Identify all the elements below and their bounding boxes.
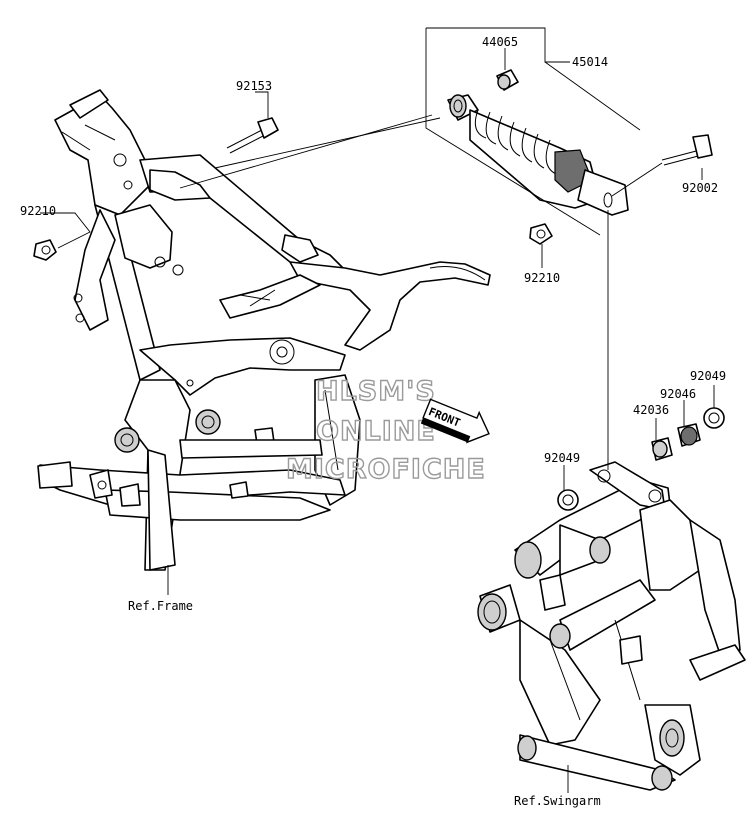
watermark-line-3: MICROFICHE [286, 454, 486, 485]
leader-lines [40, 27, 715, 793]
rear-shock-absorber [33, 69, 713, 261]
label-ref-frame: Ref.Frame [128, 599, 193, 613]
watermark-line-1: HLSM'S [316, 376, 436, 407]
label-92049-mid: 92049 [544, 451, 580, 465]
swingarm-drawing [477, 407, 746, 791]
label-ref-swingarm: Ref.Swingarm [514, 794, 601, 808]
part-labels: 44065 45014 92153 92210 92002 92210 9204… [20, 35, 726, 808]
label-92210-left: 92210 [20, 204, 56, 218]
label-92049-top: 92049 [690, 369, 726, 383]
watermark: HLSM'S ONLINE MICROFICHE [285, 375, 486, 485]
label-44065: 44065 [482, 35, 518, 49]
frame-drawing [37, 89, 491, 571]
label-92210-right: 92210 [524, 271, 560, 285]
label-42036: 42036 [633, 403, 669, 417]
label-92153: 92153 [236, 79, 272, 93]
front-direction-arrow: FRONT [420, 398, 490, 444]
label-45014: 45014 [572, 55, 608, 69]
watermark-line-2: ONLINE [316, 416, 436, 447]
label-92002: 92002 [682, 181, 718, 195]
label-92046: 92046 [660, 387, 696, 401]
